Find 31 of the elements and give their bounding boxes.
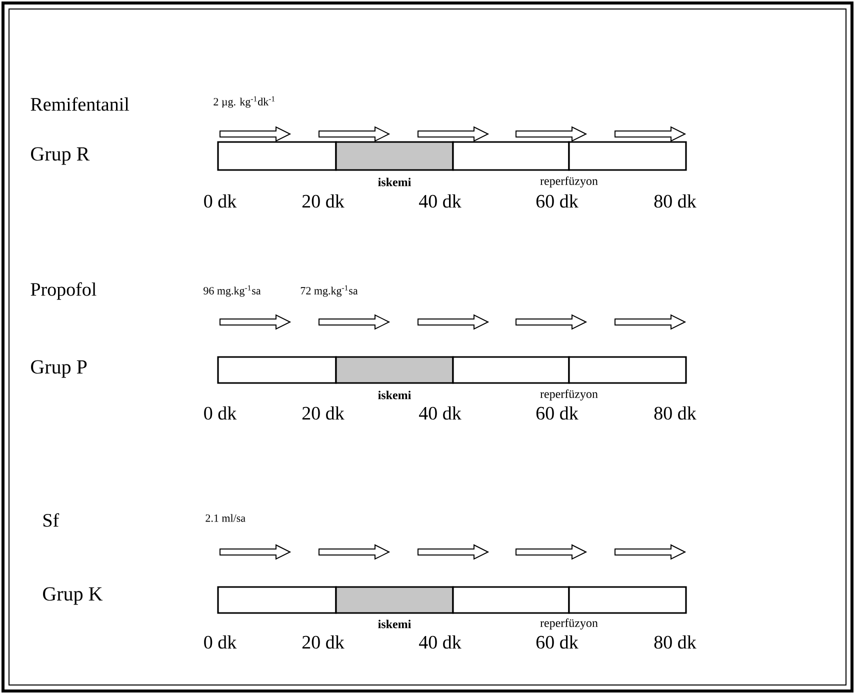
phase-label: reperfüzyon <box>540 618 598 630</box>
phase-label: iskemi <box>378 620 411 628</box>
time-label: 20 dk <box>302 406 344 420</box>
phase-label: iskemi <box>378 178 411 186</box>
drug-name: Remifentanil <box>30 97 130 111</box>
time-label: 20 dk <box>302 635 344 649</box>
dose-label: 96 mg.kg$^{-1}$sa <box>204 285 261 297</box>
time-label: 60 dk <box>536 635 578 649</box>
time-label: 0 dk <box>204 406 237 420</box>
phase-label: reperfüzyon <box>540 389 598 401</box>
dose-label: 2 µg. kg$^{-1}$dk$^{-1}$ <box>214 96 275 108</box>
group-label: Grup R <box>31 147 90 165</box>
group-label: Grup P <box>31 360 87 378</box>
phase-label: iskemi <box>378 390 411 400</box>
time-label: 0 dk <box>204 194 237 208</box>
phase-label: reperfüzyon <box>540 176 598 188</box>
group-label: Grup K <box>43 587 103 605</box>
time-label: 40 dk <box>419 406 462 420</box>
time-label: 0 dk <box>204 635 237 649</box>
dose-label: 2.1 ml/sa <box>206 514 246 522</box>
time-label: 80 dk <box>654 194 696 208</box>
time-label: 60 dk <box>536 194 578 208</box>
time-label: 20 dk <box>302 194 344 208</box>
time-label: 80 dk <box>654 406 696 420</box>
dose-label: 72 mg.kg$^{-1}$sa <box>300 285 358 297</box>
drug-name: Sf <box>43 513 60 527</box>
drug-name: Propofol <box>30 282 96 300</box>
time-label: 40 dk <box>419 194 462 208</box>
time-label: 60 dk <box>536 406 578 420</box>
time-label: 80 dk <box>654 635 696 649</box>
time-label: 40 dk <box>419 635 462 649</box>
